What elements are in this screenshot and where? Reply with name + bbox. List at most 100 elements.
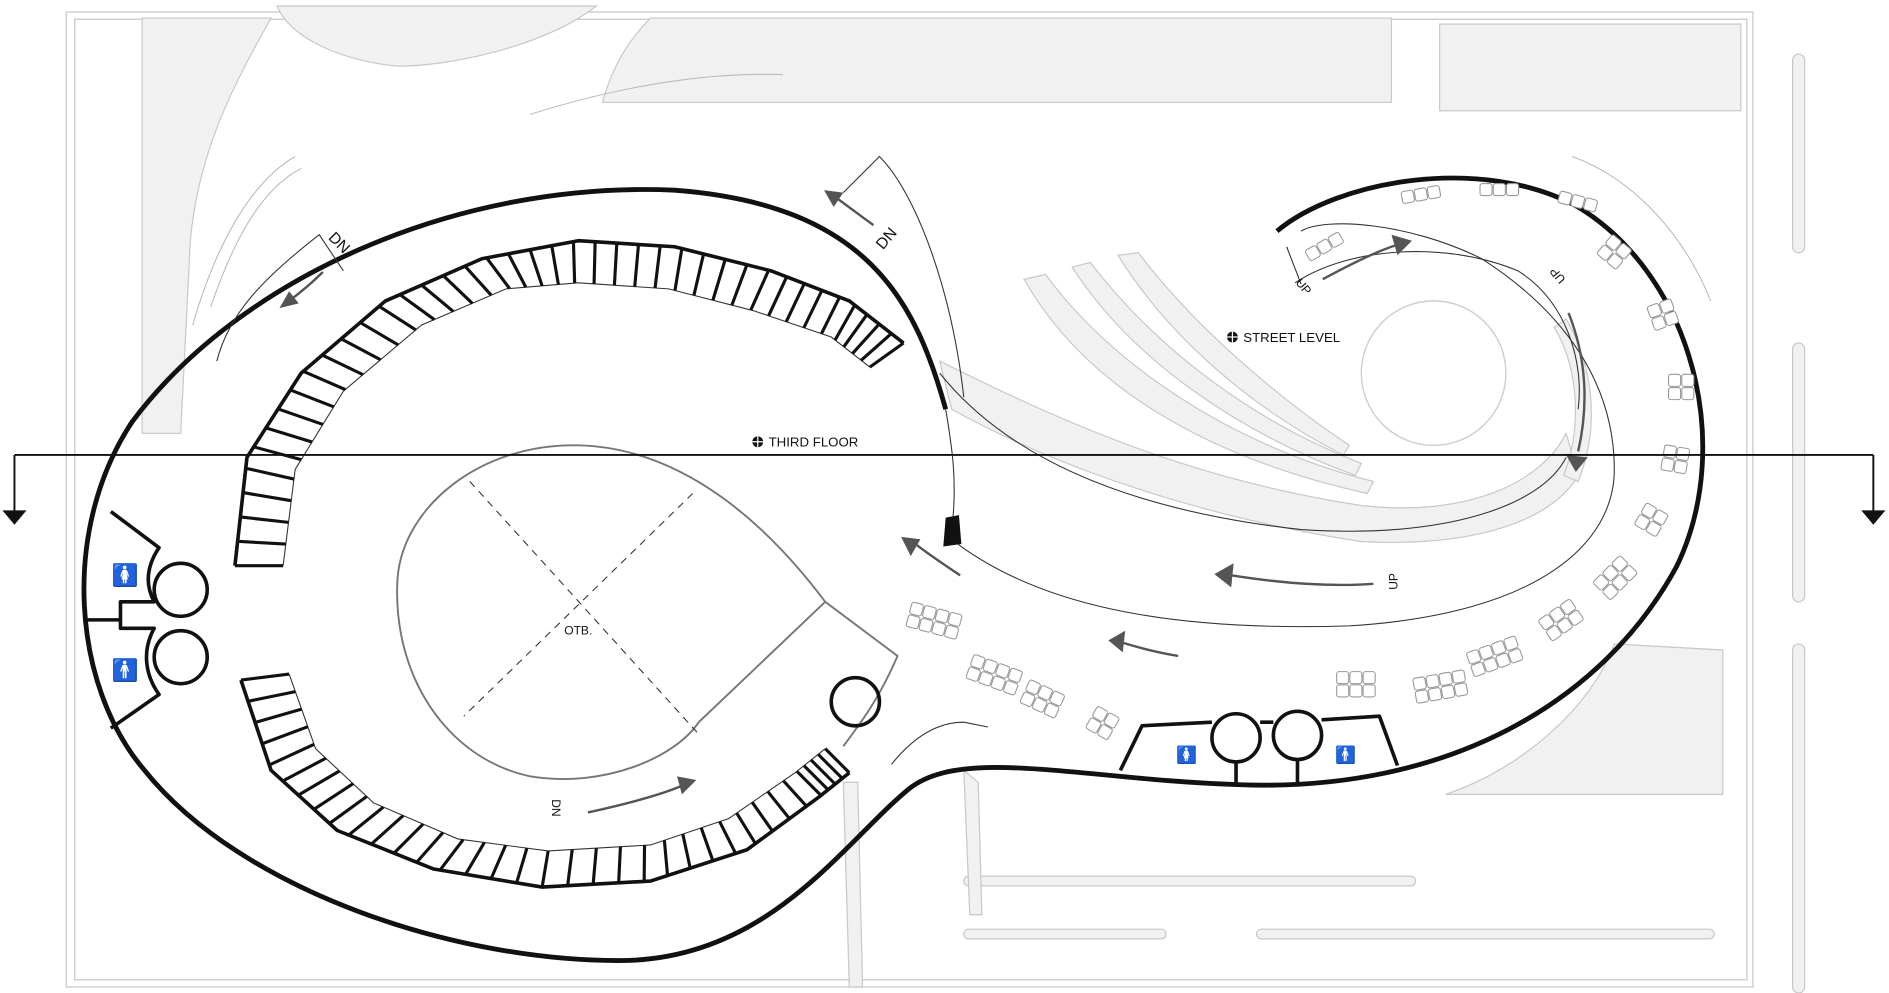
- stair-tread: [750, 801, 774, 832]
- up-label: UP: [1547, 265, 1568, 287]
- stair-tread: [302, 369, 346, 391]
- stair-tread: [767, 276, 789, 317]
- stair-tread: [566, 849, 574, 886]
- seat: [1316, 238, 1333, 255]
- stair-tread: [240, 515, 289, 524]
- stair-tread: [261, 725, 309, 746]
- stair-tread: [868, 341, 905, 369]
- table-group: [1336, 671, 1376, 698]
- table-group: [1593, 555, 1638, 600]
- stair-tread: [784, 282, 806, 323]
- stair-tread: [809, 758, 837, 786]
- stair-tread: [550, 245, 560, 285]
- seat: [1507, 648, 1524, 664]
- seat: [1556, 617, 1573, 634]
- stair-treads: [233, 238, 905, 889]
- seat: [1349, 684, 1363, 698]
- seat: [1483, 657, 1499, 673]
- seat: [978, 671, 994, 687]
- stair-edge: [282, 282, 871, 566]
- stair-tread: [438, 838, 465, 872]
- dn-label: DN: [549, 799, 563, 816]
- stair-tread: [485, 256, 511, 290]
- seat: [1605, 234, 1622, 251]
- seat: [965, 666, 981, 682]
- table-group: [1646, 298, 1679, 331]
- seat: [922, 605, 937, 620]
- seat: [1675, 446, 1691, 462]
- stair-tread: [254, 707, 303, 725]
- stair-tread: [442, 274, 474, 305]
- seat: [1425, 674, 1440, 689]
- stair-tread: [313, 782, 354, 811]
- seat: [1570, 194, 1586, 209]
- seat: [1596, 244, 1613, 261]
- seat: [1336, 671, 1350, 685]
- seat: [1349, 671, 1363, 685]
- seat: [1031, 697, 1048, 713]
- stair-tread: [392, 822, 425, 855]
- stair-tread: [540, 850, 550, 888]
- seat: [931, 621, 947, 637]
- seat: [1503, 635, 1519, 651]
- seat: [990, 675, 1006, 691]
- seat: [1440, 684, 1456, 700]
- seat: [1426, 185, 1442, 200]
- table-group: [1479, 183, 1520, 197]
- table-group: [1660, 444, 1691, 475]
- seat: [1545, 625, 1562, 642]
- stair-tread: [662, 840, 670, 876]
- seat: [1466, 649, 1482, 665]
- table-group: [1305, 232, 1344, 262]
- stair-edge: [239, 679, 851, 889]
- stair-tread: [328, 795, 368, 825]
- stair-tread: [749, 269, 771, 311]
- stair-tread: [851, 323, 881, 355]
- seat: [1438, 671, 1453, 687]
- seat: [1583, 197, 1598, 213]
- seat: [1412, 676, 1427, 691]
- section-arrow-icon: [1861, 510, 1886, 525]
- stair-tread: [415, 831, 445, 864]
- seat: [995, 663, 1011, 679]
- stair-tread: [699, 827, 715, 862]
- seat: [1427, 687, 1443, 702]
- table-group: [1557, 190, 1598, 213]
- dn-label: DN: [873, 225, 901, 253]
- seat: [1652, 509, 1669, 526]
- seat: [1621, 565, 1638, 582]
- seat: [1019, 691, 1036, 708]
- seat: [1602, 565, 1619, 582]
- stair-tread: [617, 846, 622, 883]
- stair-tread: [515, 847, 529, 884]
- restroom-block-left: 🚺 🚹: [84, 510, 210, 730]
- stair-tread: [711, 258, 727, 301]
- stair-tread: [268, 742, 315, 767]
- seat: [1645, 520, 1662, 537]
- third-floor-label: THIRD FLOOR: [769, 435, 859, 450]
- seat: [982, 658, 998, 674]
- seat: [1007, 667, 1023, 683]
- otb-area: OTB.: [396, 444, 899, 780]
- seat: [1305, 245, 1321, 262]
- stair-tread: [653, 245, 662, 289]
- seat: [1097, 724, 1113, 740]
- stair-tread: [860, 332, 893, 362]
- stair-tread: [681, 833, 692, 869]
- stair-tread: [347, 805, 385, 837]
- stair-tread: [817, 753, 844, 780]
- table-group: [1019, 679, 1065, 719]
- stair-tread: [782, 779, 808, 808]
- seat: [1681, 373, 1695, 387]
- stair-tread: [245, 466, 295, 481]
- otb-label: OTB.: [564, 623, 592, 637]
- stair-tread: [692, 253, 706, 296]
- seat: [1043, 702, 1060, 719]
- seat: [1593, 574, 1610, 591]
- level-label-street: STREET LEVEL: [1227, 330, 1340, 345]
- table-group: [1634, 502, 1669, 537]
- table-group: [1667, 373, 1695, 401]
- seat: [1103, 712, 1120, 729]
- elevator-icon: [152, 561, 210, 619]
